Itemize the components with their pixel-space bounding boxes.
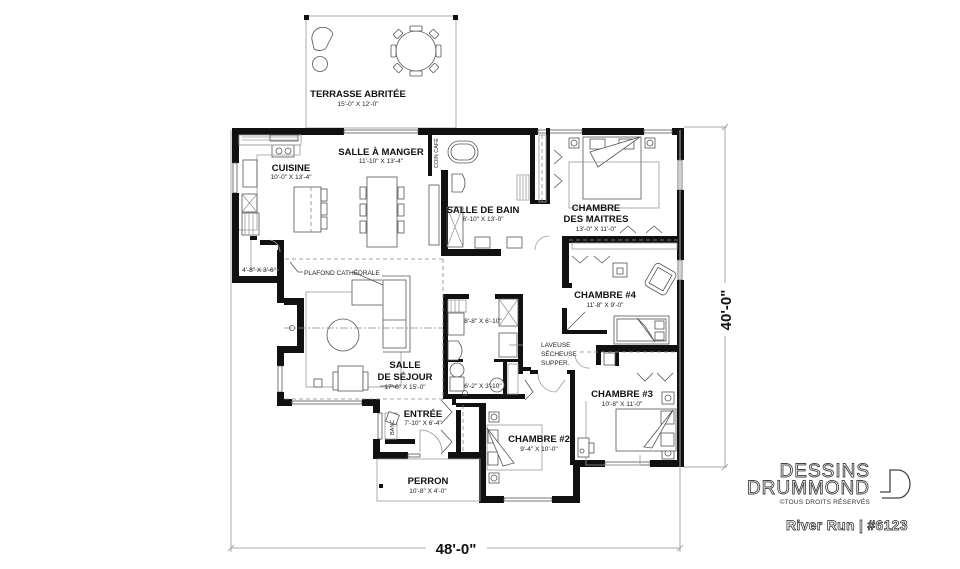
coin-cafe-note: COIN CAFÉ — [433, 138, 440, 168]
room-name-salle-manger: SALLE À MANGER — [338, 147, 424, 158]
room-name-salle-bain: SALLE DE BAIN — [447, 205, 520, 216]
plafond-note: PLAFOND CATHÉDRALE — [304, 268, 380, 277]
room-name-perron: PERRON — [408, 476, 449, 487]
terrace — [304, 15, 458, 129]
banc-note: BANC — [390, 420, 396, 435]
room-name-chambre4: CHAMBRE #4 — [574, 290, 636, 301]
room-name-chambre-maitres-1: CHAMBRE — [572, 203, 621, 214]
bath2-fixtures — [447, 298, 616, 401]
dining-table — [359, 176, 440, 248]
brand-logo: DESSINS DRUMMOND ©TOUS DROITS RÉSERVÉS — [712, 461, 912, 506]
laundry-note-2: SÉCHEUSE — [541, 349, 577, 358]
room-size-cuisine: 10'-0" X 13'-4" — [270, 174, 312, 181]
brand-line2: DRUMMOND — [746, 478, 870, 499]
room-name-terrasse: TERRASSE ABRITÉE — [310, 89, 406, 100]
room-size-chambre2: 9'-4" X 10'-0" — [520, 446, 558, 453]
drummond-d-logo-icon — [880, 469, 911, 499]
bedroom2-furniture — [486, 411, 543, 484]
width-dimension: 48'-0" — [436, 541, 477, 558]
powder-size: 6'-2" X 3'-10" — [464, 383, 502, 390]
room-name-entree: ENTRÉE — [404, 409, 443, 420]
room-size-terrasse: 15'-0" X 12'-0" — [337, 101, 379, 108]
depth-dimension: 40'-0" — [718, 290, 735, 331]
dimension-lines — [227, 123, 729, 552]
room-name-chambre-maitres-2: DES MAITRES — [564, 214, 629, 225]
pantry-size: 4'-8" X 3'-6" — [242, 267, 277, 274]
laundry-note-3: SUPPER. — [541, 360, 570, 367]
room-size-perron: 10'-8" X 4'-0" — [409, 488, 447, 495]
room-size-salle-sejour: 17'-0" X 15'-0" — [384, 384, 426, 391]
living-room-furniture — [284, 258, 444, 400]
room-size-chambre4: 11'-8" X 9'-0" — [587, 302, 625, 309]
room-name-salle-sejour-2: DE SÉJOUR — [378, 372, 433, 383]
room-size-salle-bain: 6'-10" X 13'-0" — [462, 216, 504, 223]
room-name-salle-sejour-1: SALLE — [389, 360, 420, 371]
ensuite-fixtures — [446, 140, 550, 251]
kitchen-fixtures — [238, 134, 328, 271]
master-bedroom-furniture — [538, 134, 680, 241]
brand-rights: ©TOUS DROITS RÉSERVÉS — [779, 499, 870, 506]
room-labels: TERRASSE ABRITÉE 15'-0" X 12'-0" CUISINE… — [242, 89, 653, 495]
room-name-cuisine: CUISINE — [272, 163, 311, 174]
laundry-note-1: LAVEUSE — [541, 342, 571, 349]
room-size-salle-manger: 11'-10" X 13'-4" — [359, 158, 404, 165]
plan-caption: River Run | #6123 — [786, 517, 908, 534]
bedroom4-furniture — [566, 242, 678, 345]
room-name-chambre3: CHAMBRE #3 — [591, 389, 653, 400]
bedroom3-furniture — [577, 351, 677, 466]
room-name-chambre2: CHAMBRE #2 — [508, 434, 570, 445]
room-size-chambre3: 10'-8" X 11'-0" — [602, 401, 643, 408]
room-size-entree: 7'-10" X 6'-4" — [404, 420, 442, 427]
bath2-size: 8'-8" X 6'-10" — [464, 318, 502, 325]
brand-line1: DESSINS — [779, 461, 870, 482]
room-size-chambre-maitres: 13'-0" X 11'-0" — [576, 226, 617, 233]
entry-perron — [376, 399, 481, 502]
